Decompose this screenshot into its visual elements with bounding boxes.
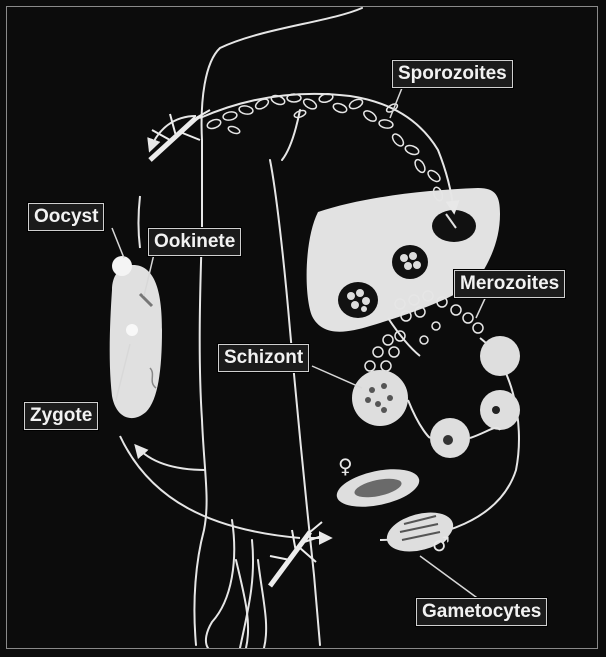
male-symbol: ♂ xyxy=(432,532,450,556)
label-sporozoites: Sporozoites xyxy=(392,60,513,88)
label-ookinete: Ookinete xyxy=(148,228,241,256)
label-gametocytes: Gametocytes xyxy=(416,598,547,626)
female-symbol: ♀ xyxy=(338,454,353,478)
label-oocyst: Oocyst xyxy=(28,203,104,231)
label-zygote: Zygote xyxy=(24,402,98,430)
liver xyxy=(307,188,500,332)
label-schizont: Schizont xyxy=(218,344,309,372)
blood-stage-cells xyxy=(352,336,520,458)
sporozoites-trail xyxy=(206,92,444,202)
label-merozoites: Merozoites xyxy=(454,270,565,298)
